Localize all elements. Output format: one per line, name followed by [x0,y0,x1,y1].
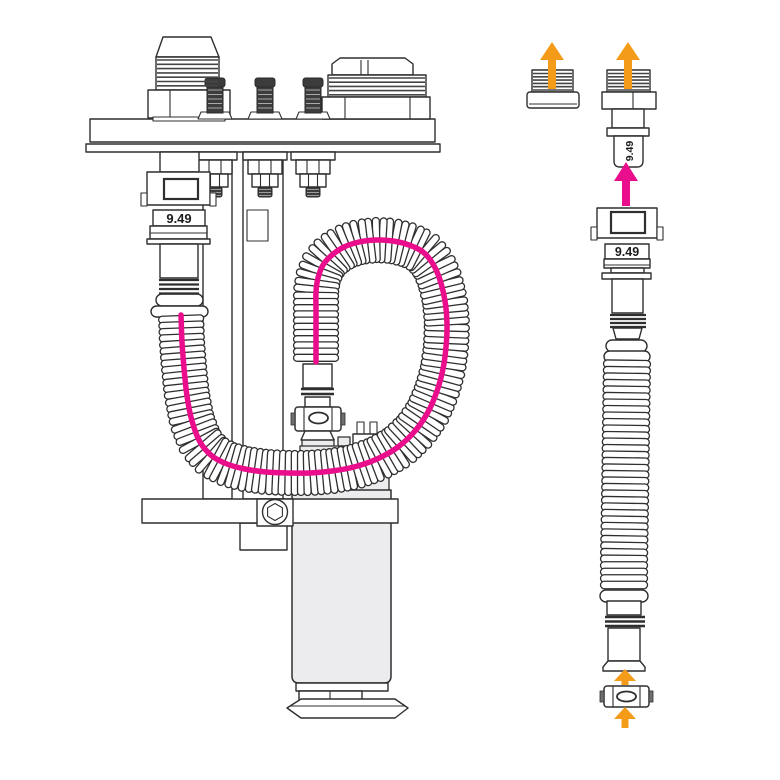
connector-tube [159,243,199,279]
stud-base [197,111,233,120]
support-rods [202,152,288,551]
hose-end-tube [607,627,641,662]
exploded-clip [599,685,654,708]
pump-end-cap [295,682,389,692]
stud-cap [302,77,324,88]
bolt-hex-socket [267,502,283,522]
stud-base [247,111,283,120]
size-label: 9.49 [166,211,191,226]
fitting-up-arrow [616,42,640,89]
fitting-dome [331,57,414,76]
pump-bracket [141,498,399,527]
fitting-hex-nut [321,96,431,120]
inlet-tube [302,363,333,389]
fitting-chamfer [155,36,220,58]
flange-plate [89,118,436,143]
outlet-quick-connector: 9.49 [140,151,217,318]
hose-rib [599,580,649,590]
connector-window [162,177,200,201]
tube-size-label: 9.49 [624,141,636,162]
rod-window [246,209,269,242]
flange-gasket [85,143,441,153]
terminal-studs [197,77,331,120]
fitting-tube [613,135,644,168]
port-collar [242,151,288,161]
port-hex [251,173,279,188]
pump-strainer [286,698,409,719]
connector-prong [356,421,365,436]
an-fitting-right [321,57,431,120]
exploded-quick-connector: 9.49 [590,207,664,363]
plug-up-arrow [540,42,564,89]
fitting-hex [601,91,657,110]
exploded-corrugated-hose [599,359,652,590]
hose-end-up-arrow [614,669,636,685]
port-hex [299,173,327,188]
assembly-arrows [540,42,640,728]
rod-lower-stub [239,522,288,551]
hose-highlight-line [178,237,450,476]
tube-insert-arrow [614,162,638,206]
ring-grooves [159,278,646,628]
exploded-hose-end [599,589,649,672]
pump-inlet-connector [290,363,346,441]
connector-tube [611,278,644,314]
stud-cap [254,77,276,88]
port-body [247,159,283,175]
port-fittings [192,151,336,198]
mounting-flange-plate [85,118,441,153]
plug-base [526,91,580,109]
stud-cap [204,77,226,88]
hose-routing-highlight [178,237,450,476]
port-collar [290,151,336,161]
connector-window [609,210,647,235]
clip-up-arrow [614,707,636,728]
port-body [295,159,331,175]
size-label: 9.49 [615,245,639,259]
connector-prong [369,421,378,436]
stud-base [295,111,331,120]
